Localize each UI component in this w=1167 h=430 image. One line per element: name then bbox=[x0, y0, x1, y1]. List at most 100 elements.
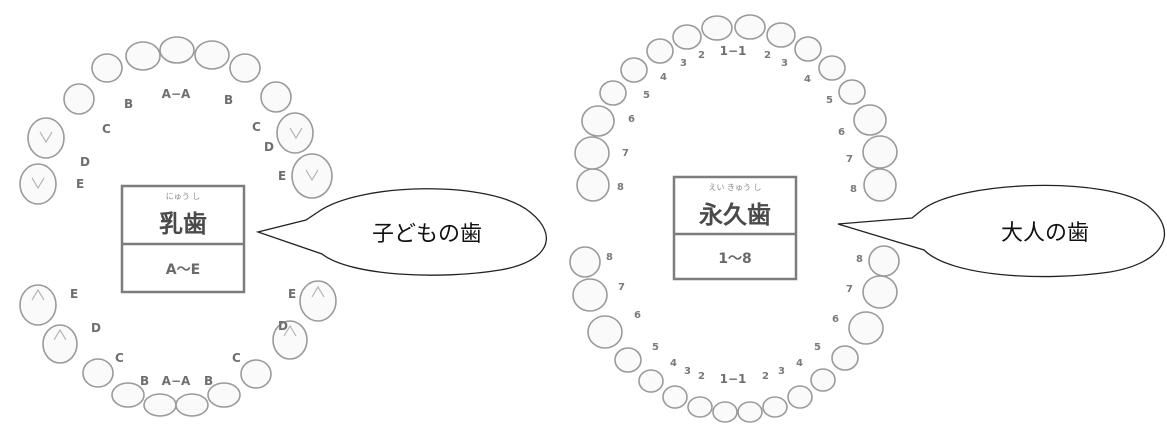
tooth-upper-right-5 bbox=[838, 79, 866, 105]
tooth-lower-left-c bbox=[82, 358, 114, 388]
tooth-lower-right-e bbox=[299, 280, 337, 322]
permanent-upper-right-label-6: 6 bbox=[838, 127, 845, 138]
tooth-lower-left-5 bbox=[614, 347, 642, 373]
tooth-upper-left-6 bbox=[581, 105, 615, 137]
permanent-lower-left-label-2: 2 bbox=[698, 371, 705, 382]
primary-box-frame bbox=[120, 184, 246, 294]
permanent-upper-right-label-5: 5 bbox=[826, 95, 833, 106]
tooth-lower-left-2 bbox=[687, 396, 713, 418]
tooth-roots bbox=[31, 285, 325, 341]
tooth-upper-center bbox=[159, 36, 195, 64]
permanent-lower-right-label-3: 3 bbox=[778, 366, 785, 377]
primary-upper-center-label: A−A bbox=[162, 87, 191, 101]
permanent-title: 永久歯 bbox=[699, 201, 771, 229]
primary-upper-right-label-c: C bbox=[252, 120, 261, 134]
tooth-lower-right-b bbox=[207, 382, 241, 408]
primary-lower-left-label-d: D bbox=[91, 321, 101, 335]
tooth-lower-right-6 bbox=[848, 311, 884, 345]
tooth-lower-right-1 bbox=[737, 401, 763, 423]
tooth-upper-right-3 bbox=[794, 36, 822, 62]
tooth-lower-right-2 bbox=[762, 396, 788, 418]
tooth-upper-left-7 bbox=[574, 136, 610, 170]
tooth-upper-left-1 bbox=[701, 15, 733, 41]
tooth-upper-left-3 bbox=[646, 38, 674, 64]
tooth-roots bbox=[31, 127, 319, 190]
tooth-upper-right-6 bbox=[853, 104, 887, 136]
permanent-label-box: えい きゅう し 永久歯 1〜8 bbox=[672, 175, 798, 281]
tooth-lower-right-c bbox=[240, 359, 272, 389]
primary-callout-text: 子どもの歯 bbox=[372, 222, 482, 247]
permanent-box-frame bbox=[672, 175, 798, 281]
primary-upper-left-label-d: D bbox=[80, 155, 90, 169]
permanent-callout-text: 大人の歯 bbox=[1001, 221, 1089, 246]
primary-teeth-diagram: A−A B C D E B C D E A−A B C D E B C D E … bbox=[19, 36, 547, 417]
permanent-upper-left-label-7: 7 bbox=[622, 148, 629, 159]
permanent-upper-right-label-4: 4 bbox=[804, 74, 811, 85]
permanent-callout: 大人の歯 bbox=[837, 184, 1166, 278]
primary-callout-bubble bbox=[255, 188, 547, 276]
permanent-range: 1〜8 bbox=[718, 251, 751, 267]
primary-lower-left-label-c: C bbox=[115, 351, 124, 365]
permanent-upper-left-label-2: 2 bbox=[698, 50, 705, 61]
tooth-upper-left-a bbox=[125, 41, 161, 71]
tooth-upper-right-b bbox=[229, 53, 261, 83]
primary-upper-left-label-b: B bbox=[124, 97, 133, 111]
permanent-upper-right-label-3: 3 bbox=[781, 58, 788, 69]
tooth-lower-right-3 bbox=[787, 385, 813, 409]
permanent-lower-left-label-7: 7 bbox=[618, 282, 625, 293]
tooth-lower-left-a bbox=[143, 393, 177, 417]
tooth-lower-left-b bbox=[111, 382, 145, 408]
tooth-upper-left-b bbox=[91, 53, 123, 83]
permanent-lower-left-label-3: 3 bbox=[684, 366, 691, 377]
tooth-upper-right-8 bbox=[863, 168, 897, 202]
permanent-lower-right-label-4: 4 bbox=[796, 358, 803, 369]
permanent-lower-right-label-5: 5 bbox=[814, 342, 821, 353]
primary-upper-right-label-e: E bbox=[278, 169, 286, 183]
tooth-lower-left-7 bbox=[572, 278, 608, 312]
permanent-upper-right-label-2: 2 bbox=[764, 50, 771, 61]
primary-upper-right-label-b: B bbox=[224, 93, 233, 107]
primary-lower-center-label: A−A bbox=[162, 374, 191, 388]
permanent-teeth-diagram: 1−1 2 3 4 5 6 7 8 2 3 4 5 6 7 8 1−1 2 3 … bbox=[569, 14, 1166, 423]
tooth-upper-left-5 bbox=[599, 80, 627, 106]
tooth-lower-right-7 bbox=[862, 275, 898, 309]
tooth-lower-right-8 bbox=[868, 245, 900, 277]
primary-lower-right-label-c: C bbox=[232, 351, 241, 365]
primary-upper-left-label-c: C bbox=[102, 122, 111, 136]
tooth-upper-right-4 bbox=[818, 55, 846, 81]
permanent-ruby: えい きゅう し bbox=[708, 183, 761, 192]
permanent-callout-bubble bbox=[837, 184, 1166, 278]
primary-ruby: にゅう し bbox=[166, 192, 201, 201]
tooth-lower-left-4 bbox=[638, 369, 664, 393]
primary-lower-right-label-e: E bbox=[288, 287, 296, 301]
tooth-upper-right-1 bbox=[734, 14, 766, 40]
primary-lower-left-label-b: B bbox=[140, 374, 149, 388]
primary-lower-right-label-d: D bbox=[278, 319, 288, 333]
primary-label-box: にゅう し 乳歯 A〜E bbox=[120, 184, 246, 294]
tooth-lower-left-8 bbox=[569, 246, 601, 278]
tooth-upper-right-d bbox=[276, 112, 314, 154]
tooth-lower-left-6 bbox=[587, 315, 623, 349]
primary-range: A〜E bbox=[166, 262, 200, 278]
primary-upper-left-label-e: E bbox=[76, 177, 84, 191]
permanent-lower-right-label-7: 7 bbox=[846, 284, 853, 295]
permanent-lower-right-label-6: 6 bbox=[832, 314, 839, 325]
permanent-lower-left-label-4: 4 bbox=[670, 358, 677, 369]
permanent-lower-arch bbox=[569, 245, 900, 423]
permanent-upper-left-label-6: 6 bbox=[628, 114, 635, 125]
tooth-upper-right-c bbox=[260, 81, 292, 113]
tooth-upper-left-2 bbox=[672, 24, 702, 50]
tooth-lower-right-4 bbox=[810, 368, 836, 392]
tooth-lower-left-3 bbox=[662, 385, 688, 409]
permanent-lower-right-label-2: 2 bbox=[762, 371, 769, 382]
tooth-upper-left-8 bbox=[576, 168, 610, 202]
tooth-upper-left-d bbox=[27, 117, 65, 159]
tooth-lower-right-d bbox=[272, 320, 308, 360]
tooth-upper-left-c bbox=[63, 83, 95, 115]
tooth-lower-right-5 bbox=[831, 345, 859, 371]
tooth-upper-right-a bbox=[194, 40, 230, 70]
permanent-upper-right-label-7: 7 bbox=[846, 154, 853, 165]
tooth-lower-right-a bbox=[175, 393, 209, 417]
tooth-upper-right-7 bbox=[862, 135, 898, 169]
